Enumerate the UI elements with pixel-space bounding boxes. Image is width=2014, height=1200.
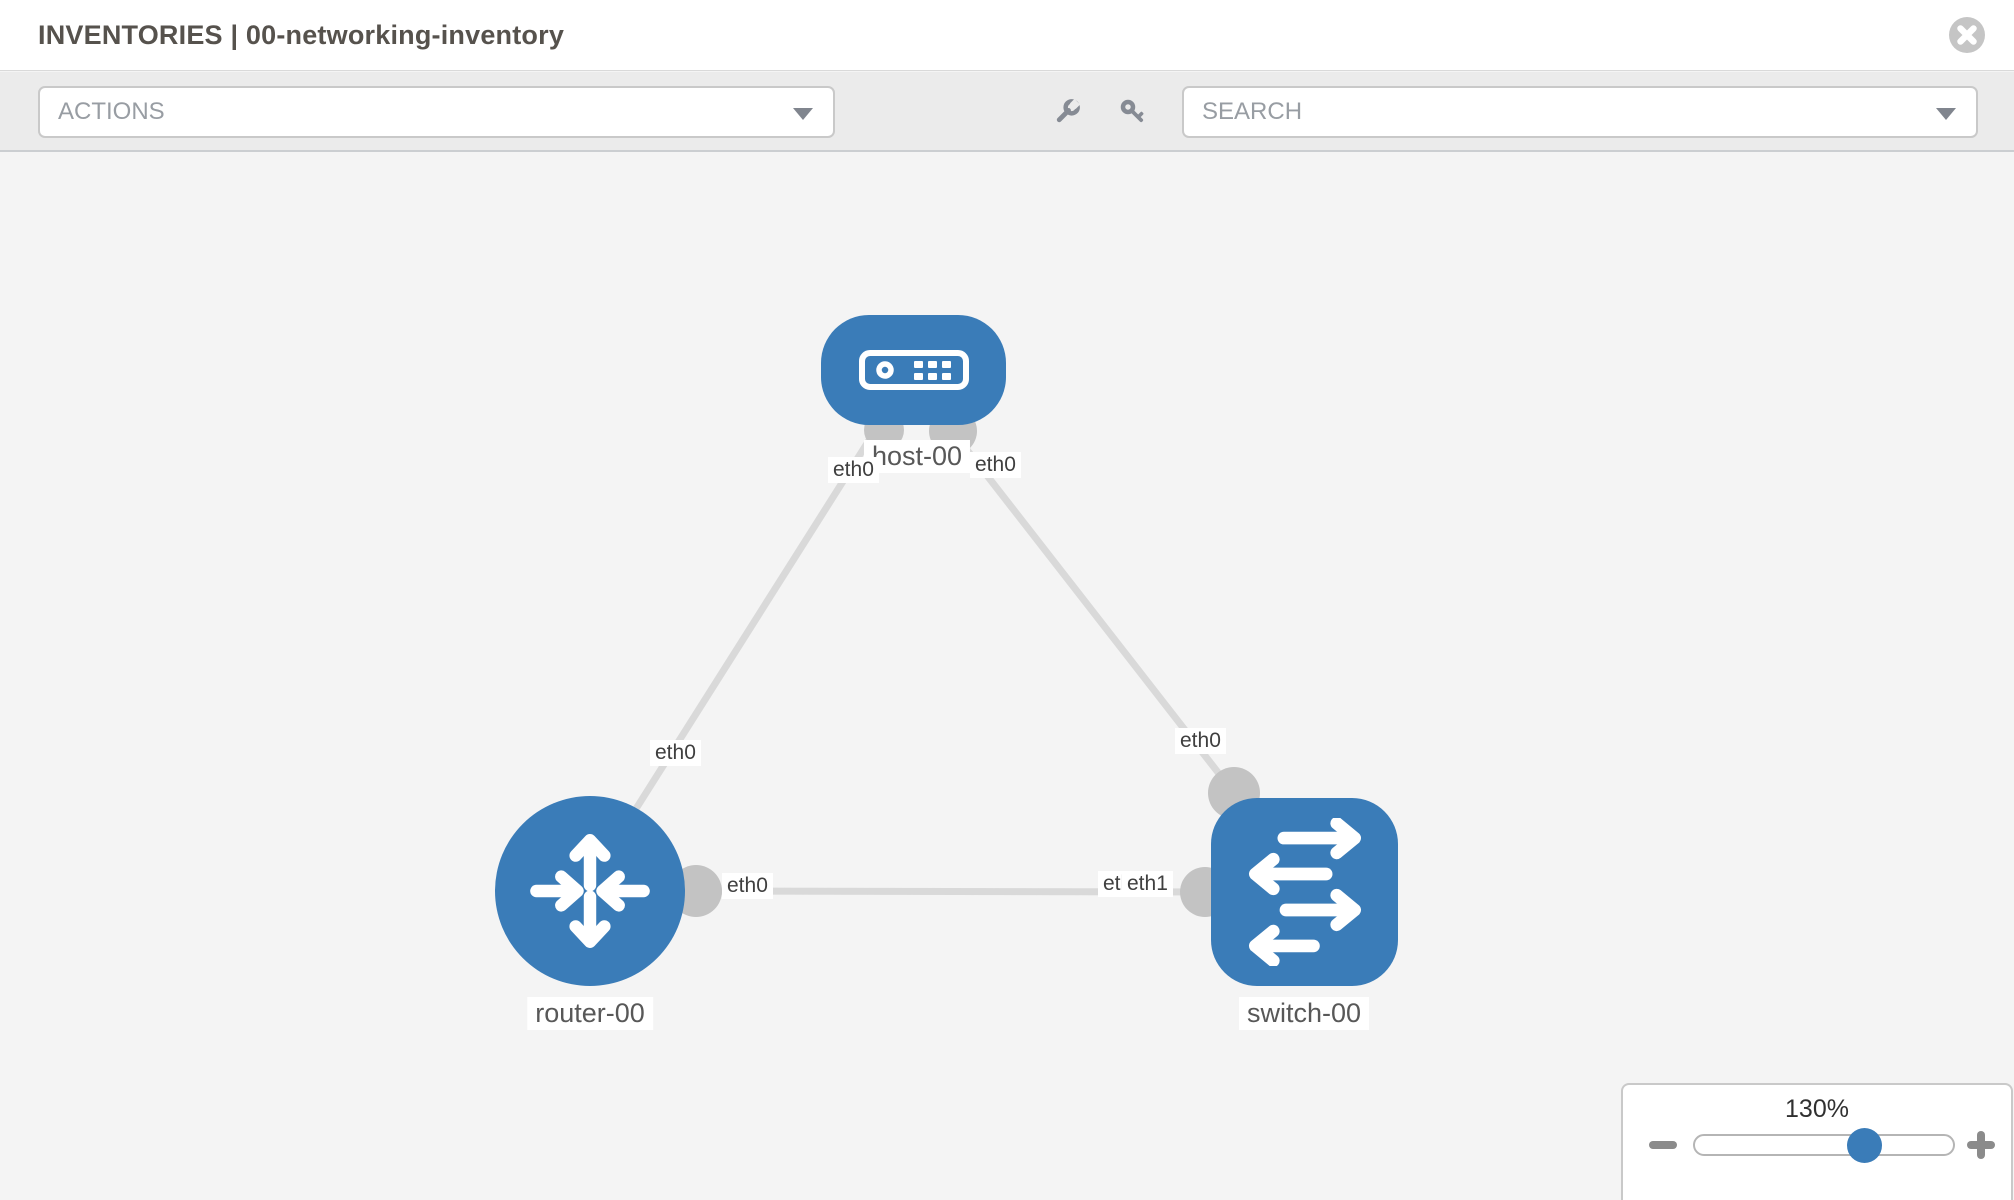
zoom-slider-track[interactable]: [1693, 1134, 1955, 1156]
switch-arrows-icon: [1248, 818, 1361, 966]
node-host-00[interactable]: [821, 315, 1006, 425]
node-label-router: router-00: [527, 997, 653, 1030]
links-layer: [612, 407, 1260, 917]
chevron-down-icon: [793, 108, 813, 120]
zoom-slider-thumb[interactable]: [1847, 1128, 1882, 1163]
node-label-host: host-00: [863, 440, 971, 473]
node-switch-00[interactable]: [1211, 798, 1398, 986]
router-arrows-icon: [530, 834, 650, 948]
close-button[interactable]: [1948, 16, 1986, 54]
interface-label-switch-eth1: eth1: [1122, 871, 1173, 897]
header: INVENTORIES | 00-networking-inventory: [0, 0, 2014, 71]
chevron-down-icon: [1936, 108, 1956, 120]
zoom-out-button[interactable]: [1649, 1141, 1677, 1149]
zoom-panel: 130%: [1621, 1083, 2013, 1200]
configure-button[interactable]: [1050, 97, 1082, 129]
wrench-icon: [1056, 98, 1081, 123]
node-router-00[interactable]: [495, 796, 685, 986]
interface-label-router-eth0: eth0: [722, 873, 773, 899]
toolbar: ACTIONS SEARCH: [0, 72, 2014, 152]
key-icon: [1120, 99, 1144, 123]
interface-label-host-eth0: eth0: [970, 452, 1021, 478]
close-icon: [1949, 17, 1985, 53]
zoom-in-button[interactable]: [1967, 1131, 1995, 1159]
interface-label-router-eth0: eth0: [650, 740, 701, 766]
page-title: INVENTORIES | 00-networking-inventory: [38, 20, 565, 50]
node-label-switch: switch-00: [1238, 997, 1370, 1030]
interface-label-host-eth0: eth0: [828, 457, 879, 483]
actions-dropdown[interactable]: ACTIONS: [38, 86, 835, 138]
search-placeholder: SEARCH: [1202, 98, 1303, 125]
topology-canvas[interactable]: host-00 router-00 switch-00 eth0 eth0 et…: [0, 152, 2014, 1200]
host-device-icon: [858, 350, 969, 390]
search-dropdown[interactable]: SEARCH: [1182, 86, 1978, 138]
credentials-button[interactable]: [1118, 97, 1150, 129]
actions-dropdown-label: ACTIONS: [58, 98, 165, 125]
interface-label-switch-eth0: eth0: [1175, 728, 1226, 754]
link-host-router[interactable]: [612, 424, 881, 844]
plus-icon: [1977, 1131, 1985, 1159]
zoom-level: 130%: [1785, 1095, 1849, 1123]
